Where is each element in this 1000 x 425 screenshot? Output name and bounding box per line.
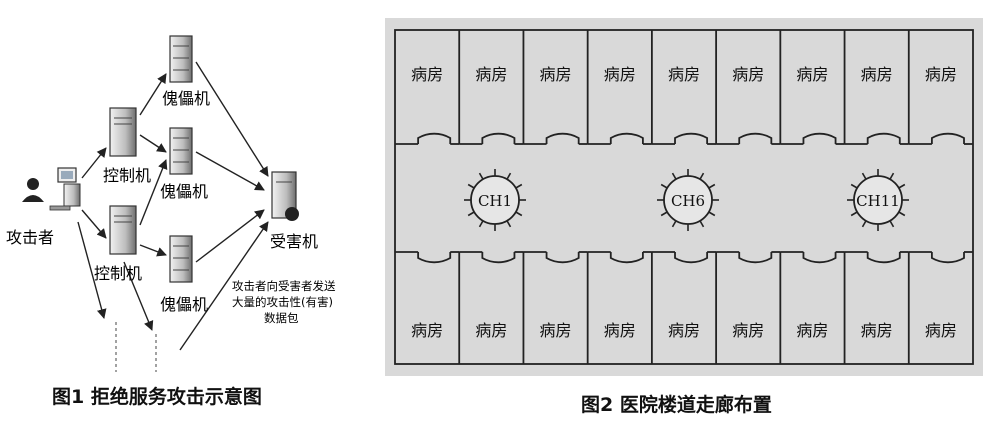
ward-label: 病房 <box>411 65 443 84</box>
victim-machine-icon <box>271 171 299 221</box>
ward-label: 病房 <box>796 321 828 340</box>
ward-label: 病房 <box>475 65 507 84</box>
ward-label: 病房 <box>925 65 957 84</box>
control-label-1: 控制机 <box>103 166 151 185</box>
control-machine-icon <box>109 205 137 255</box>
zombie-label-1: 傀儡机 <box>162 89 210 108</box>
cluster-head-node: CH6 <box>657 169 719 231</box>
ward-label: 病房 <box>861 321 893 340</box>
victim-label: 受害机 <box>270 232 318 251</box>
ward-label: 病房 <box>604 321 636 340</box>
attack-note-line-2: 大量的攻击性(有害) <box>232 295 333 309</box>
zombie-label-2: 傀儡机 <box>160 182 208 201</box>
zombie-machine-icon <box>169 127 193 175</box>
attack-arrows <box>77 61 269 351</box>
ward-label: 病房 <box>411 321 443 340</box>
cluster-head-node: CH11 <box>847 169 909 231</box>
attacker-icon <box>22 167 81 211</box>
ward-label: 病房 <box>540 65 572 84</box>
ward-label: 病房 <box>475 321 507 340</box>
node-label: CH6 <box>671 192 705 210</box>
ward-label: 病房 <box>540 321 572 340</box>
ward-label: 病房 <box>732 65 764 84</box>
attack-note-line-3: 数据包 <box>264 311 299 325</box>
ward-label: 病房 <box>668 321 700 340</box>
ward-label: 病房 <box>604 65 636 84</box>
ward-label: 病房 <box>732 321 764 340</box>
ward-label: 病房 <box>668 65 700 84</box>
ward-label: 病房 <box>861 65 893 84</box>
zombie-machine-icon <box>169 35 193 83</box>
dashed-lines <box>115 322 157 372</box>
node-label: CH1 <box>478 192 512 210</box>
ward-label: 病房 <box>925 321 957 340</box>
attack-note-line-1: 攻击者向受害者发送 <box>232 279 336 293</box>
dos-attack-diagram: 攻击者 控制机 控制机 傀儡机 傀儡机 傀儡机 受害机 攻击者向受害者发送 大量… <box>6 35 336 372</box>
zombie-machine-icon <box>169 235 193 283</box>
node-label: CH11 <box>856 192 900 210</box>
ward-label: 病房 <box>796 65 828 84</box>
zombie-label-3: 傀儡机 <box>160 295 208 314</box>
attacker-label: 攻击者 <box>6 228 54 247</box>
figure1-caption: 图1 拒绝服务攻击示意图 <box>52 386 262 408</box>
cluster-head-node: CH1 <box>464 169 526 231</box>
control-machine-icon <box>109 107 137 157</box>
figure2-caption: 图2 医院楼道走廊布置 <box>581 394 772 416</box>
control-label-2: 控制机 <box>94 264 142 283</box>
